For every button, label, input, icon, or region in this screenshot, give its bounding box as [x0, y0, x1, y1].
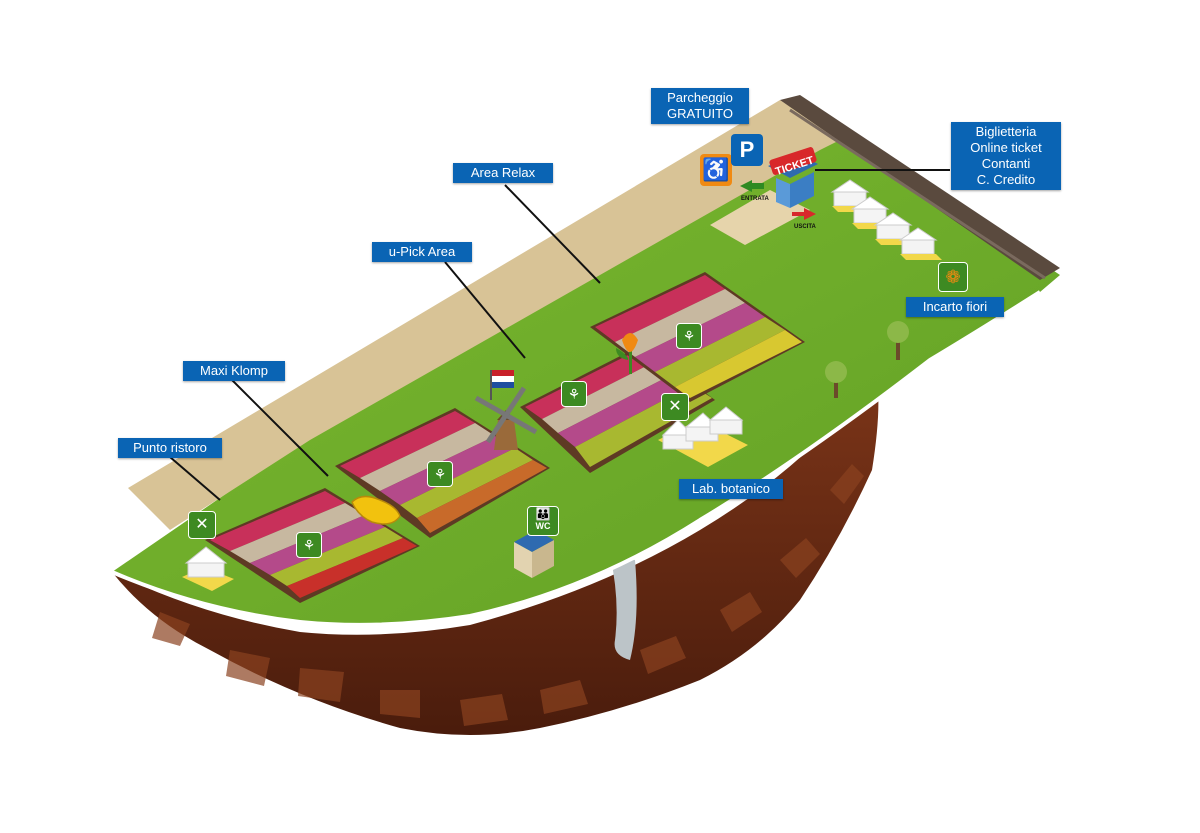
road — [780, 95, 1060, 280]
tulip-icon[interactable]: ⚘ — [296, 532, 322, 558]
parking-icon[interactable]: P — [731, 134, 763, 166]
tulip-icon[interactable]: ⚘ — [427, 461, 453, 487]
tulip-sculpture — [616, 333, 638, 374]
restaurant-icon[interactable]: ✕ — [661, 393, 689, 421]
label-biglietteria-line1: Biglietteria — [975, 124, 1037, 139]
tulip-icon[interactable]: ⚘ — [561, 381, 587, 407]
wc-text: WC — [535, 521, 551, 531]
ticket-booth — [768, 147, 818, 208]
dutch-flag-icon — [490, 370, 514, 400]
label-lab-botanico[interactable]: Lab. botanico — [679, 479, 783, 499]
label-area-relax[interactable]: Area Relax — [453, 163, 553, 183]
accessible-icon[interactable]: ♿ — [700, 154, 732, 186]
label-parcheggio-line1: Parcheggio — [667, 90, 733, 105]
label-upick-area[interactable]: u-Pick Area — [372, 242, 472, 262]
tree-2 — [887, 321, 909, 360]
island-grass — [111, 100, 1060, 627]
uscita-arrow — [792, 208, 816, 220]
wc-figures: 👪 — [535, 507, 551, 521]
label-parcheggio-line2: GRATUITO — [667, 106, 733, 121]
wc-icon[interactable]: 👪 WC — [527, 506, 559, 536]
restaurant-icon[interactable]: ✕ — [188, 511, 216, 539]
label-parcheggio[interactable]: Parcheggio GRATUITO — [651, 88, 749, 124]
leader-lines — [169, 169, 950, 501]
windmill-icon — [474, 386, 538, 450]
tulip-icon[interactable]: ⚘ — [676, 323, 702, 349]
label-biglietteria-line2: Online ticket — [970, 140, 1042, 155]
entrata-text: ENTRATA — [741, 196, 769, 202]
label-incarto-fiori[interactable]: Incarto fiori — [906, 297, 1004, 317]
label-punto-ristoro[interactable]: Punto ristoro — [118, 438, 222, 458]
entrata-arrow — [740, 180, 764, 192]
tree-1 — [825, 361, 847, 398]
island-soil — [112, 390, 879, 735]
tent-ristoro — [182, 546, 234, 591]
label-biglietteria-line3: Contanti — [981, 156, 1031, 171]
tents-entrance — [830, 179, 942, 260]
uscita-text: USCITA — [794, 224, 817, 230]
flower-bouquet-icon[interactable]: ❁ — [938, 262, 968, 292]
tents-lab-botanico — [658, 406, 748, 467]
label-biglietteria-line4: C. Credito — [976, 172, 1036, 187]
label-maxi-klomp[interactable]: Maxi Klomp — [183, 361, 285, 381]
label-biglietteria[interactable]: Biglietteria Online ticket Contanti C. C… — [951, 122, 1061, 190]
clog-icon — [351, 495, 401, 525]
